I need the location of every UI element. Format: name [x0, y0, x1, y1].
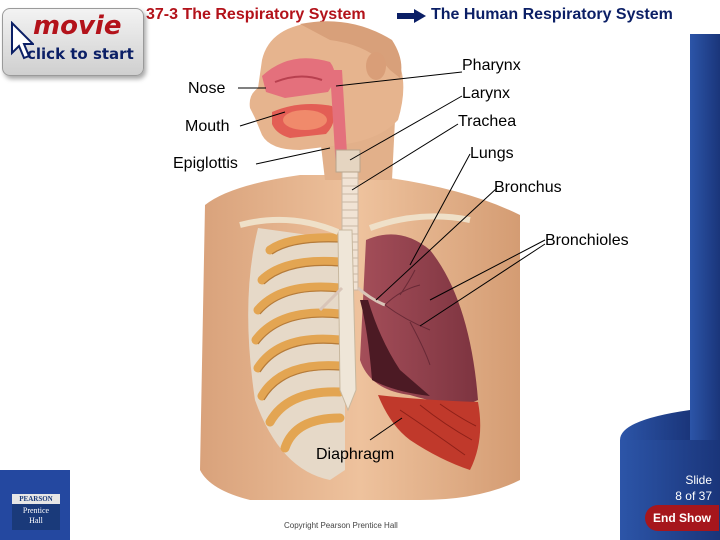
- section-title: 37-3 The Respiratory System: [146, 6, 366, 23]
- page-title: The Human Respiratory System: [431, 6, 673, 23]
- label-lungs: Lungs: [470, 145, 514, 162]
- slide-counter: Slide 8 of 37: [675, 472, 712, 504]
- movie-button-subtitle: click to start: [27, 45, 134, 63]
- label-diaphragm: Diaphragm: [316, 446, 395, 463]
- end-show-button[interactable]: End Show: [645, 505, 719, 531]
- label-pharynx: Pharynx: [462, 57, 521, 74]
- copyright-text: Copyright Pearson Prentice Hall: [284, 521, 398, 530]
- logo-line1: Prentice: [22, 506, 50, 515]
- cursor-arrow-icon: [11, 21, 34, 60]
- slide-label: Slide: [685, 473, 712, 487]
- slide-position: 8 of 37: [675, 489, 712, 503]
- label-bronchioles: Bronchioles: [545, 232, 629, 249]
- pearson-logo: PEARSON Prentice Hall: [12, 494, 60, 530]
- movie-button-title: movie: [33, 11, 122, 41]
- label-trachea: Trachea: [458, 113, 517, 130]
- label-nose: Nose: [188, 80, 226, 97]
- logo-top: PEARSON: [12, 494, 60, 504]
- movie-button[interactable]: movie click to start: [2, 8, 144, 76]
- label-epiglottis: Epiglottis: [173, 155, 238, 172]
- logo-line2: Hall: [29, 516, 43, 525]
- label-mouth: Mouth: [185, 118, 230, 135]
- label-larynx: Larynx: [462, 85, 511, 102]
- arrow-right-icon: [397, 9, 426, 23]
- label-bronchus: Bronchus: [494, 179, 562, 196]
